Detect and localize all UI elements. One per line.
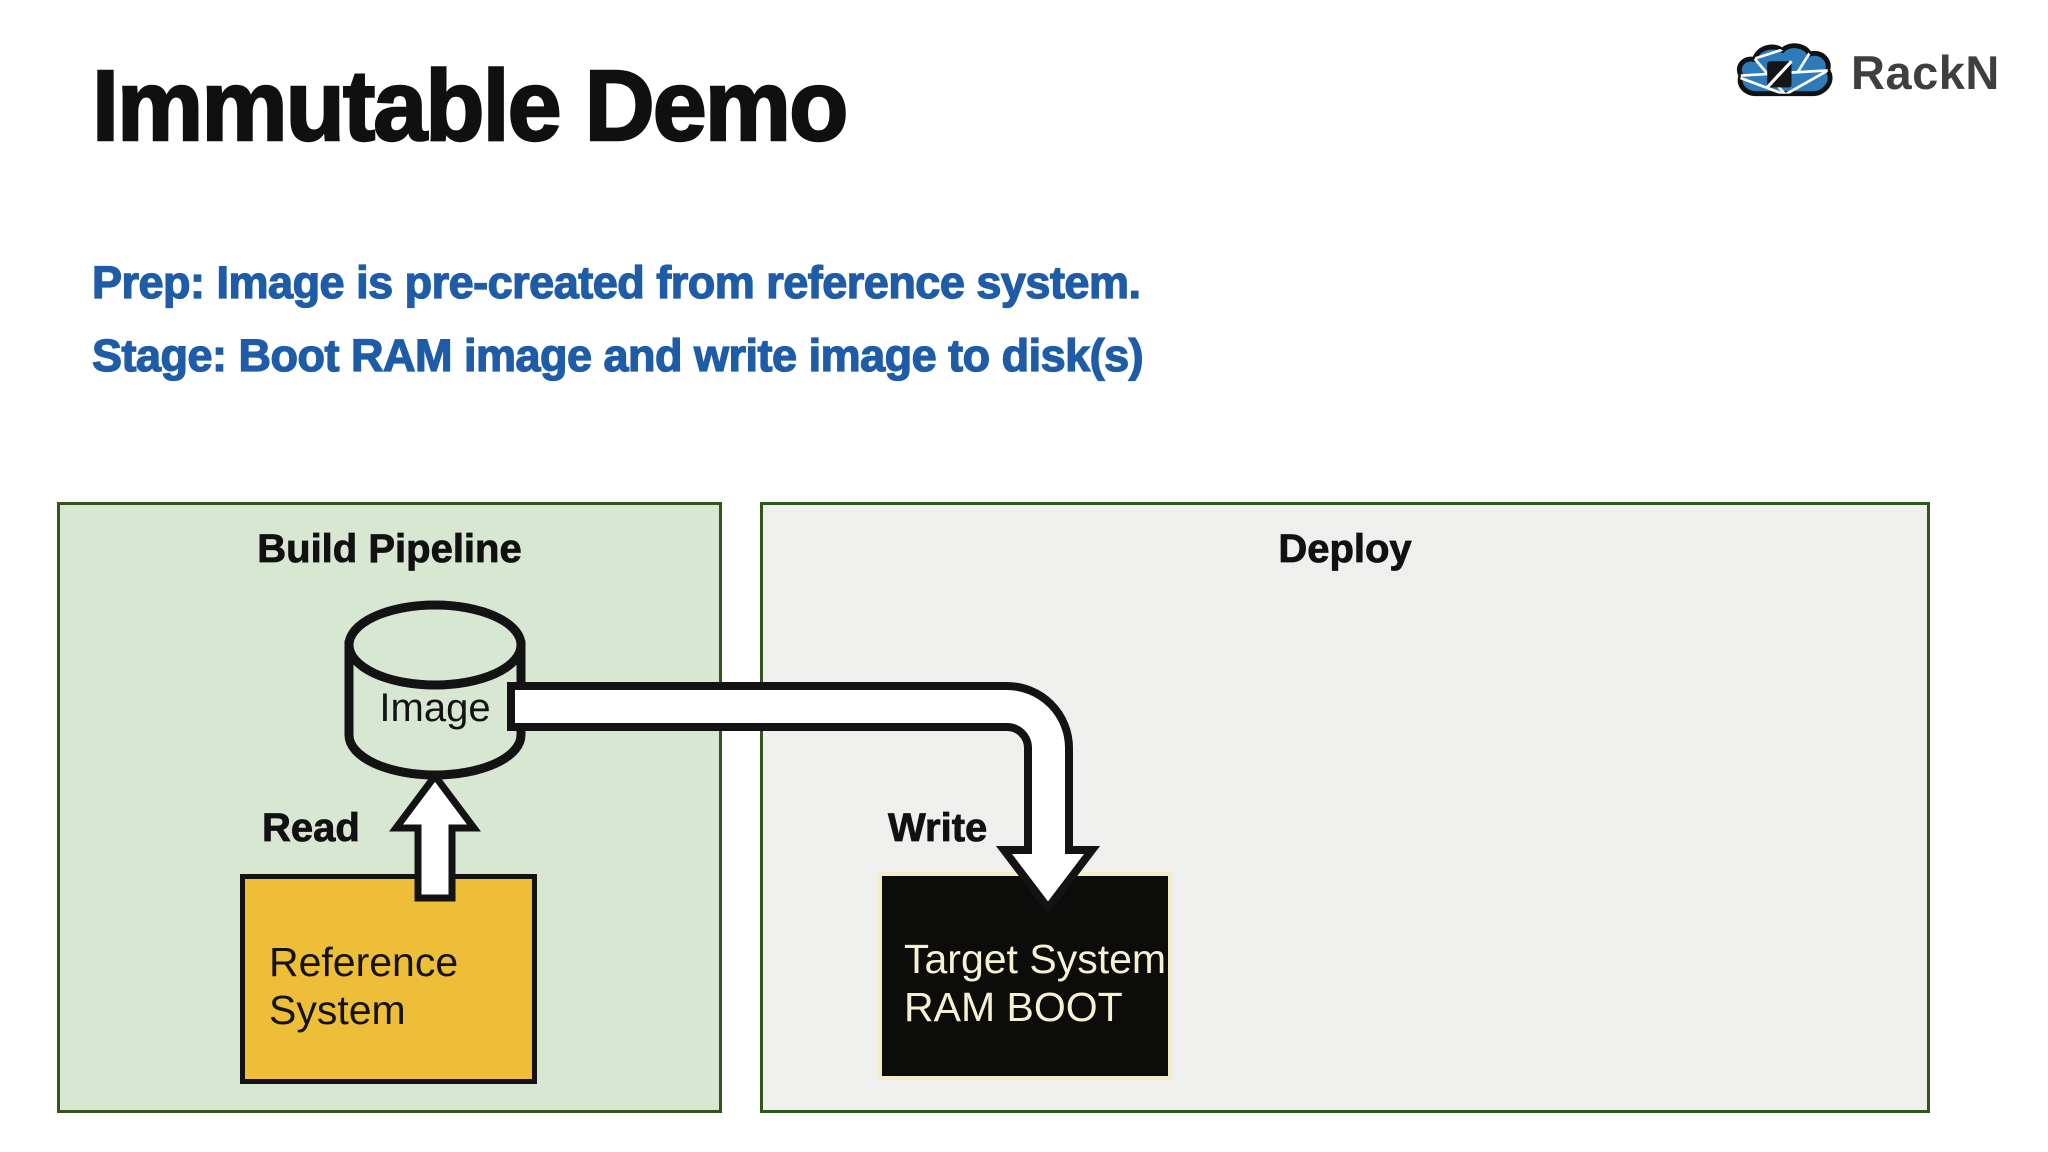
build-pipeline-label: Build Pipeline [257, 527, 522, 572]
page-title: Immutable Demo [91, 50, 850, 162]
deploy-label: Deploy [1278, 527, 1412, 572]
subtitle-line-stage: Stage: Boot RAM image and write image to… [91, 329, 1144, 381]
write-label: Write [888, 806, 988, 851]
reference-system-line2: System [269, 987, 406, 1033]
read-label: Read [262, 806, 361, 851]
subtitle-block: Prep: Image is pre-created from referenc… [91, 246, 1144, 392]
image-label: Image [379, 686, 491, 730]
target-system-line2: RAM BOOT [904, 984, 1123, 1030]
rackn-logo: RackN [1733, 40, 2000, 106]
subtitle-line-prep: Prep: Image is pre-created from referenc… [91, 256, 1141, 308]
cloud-icon [1736, 43, 1833, 97]
reference-system-box: Reference System [240, 874, 537, 1084]
reference-system-line1: Reference [269, 939, 459, 985]
brand-wordmark: RackN [1851, 46, 2000, 99]
target-system-line1: Target System [904, 936, 1167, 982]
target-system-box: Target System RAM BOOT [878, 872, 1172, 1080]
